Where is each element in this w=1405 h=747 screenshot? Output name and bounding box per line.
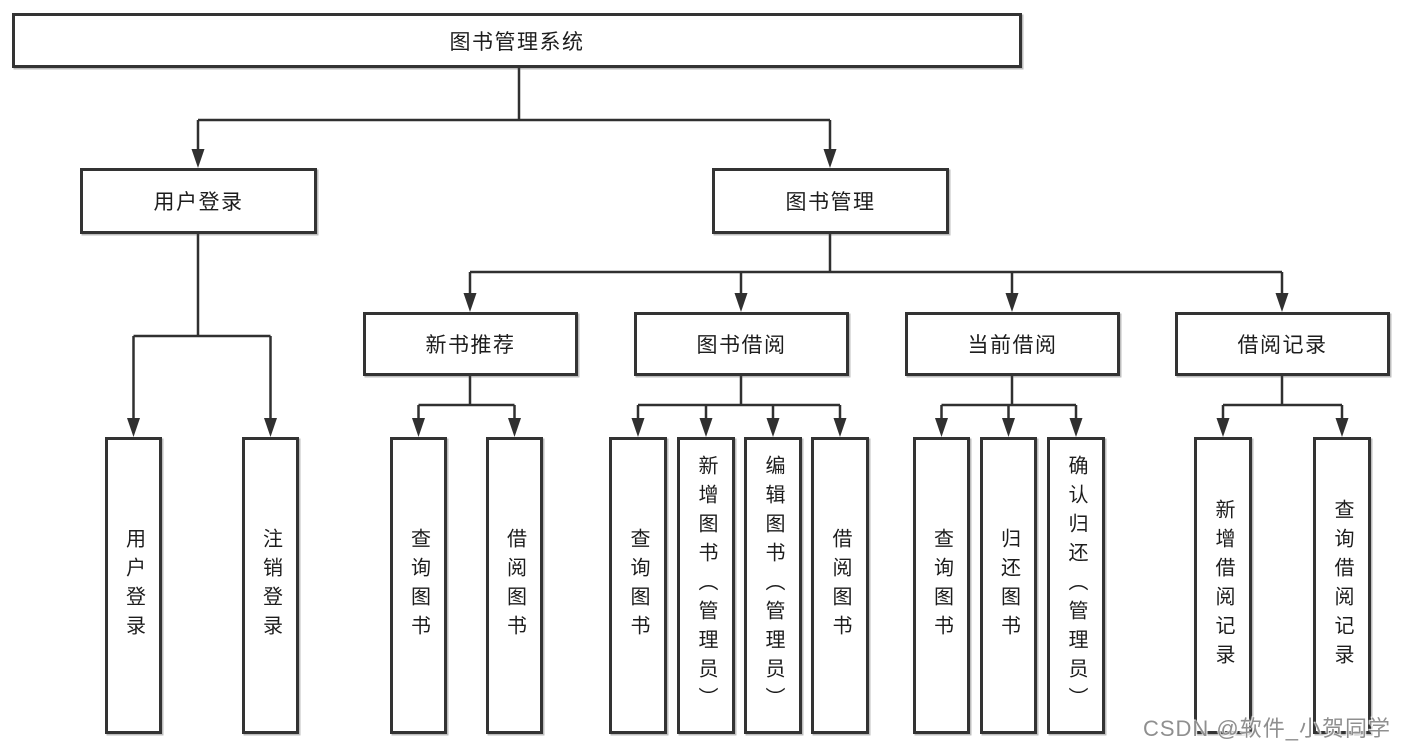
leaf-add-borrow-record: 新增借阅记录	[1194, 437, 1252, 734]
node-book-management: 图书管理	[712, 168, 949, 234]
node-new-book-recommendation: 新书推荐	[363, 312, 578, 376]
leaf-logout: 注销登录	[242, 437, 299, 734]
node-label: 用户登录	[153, 191, 244, 214]
node-current-borrowing: 当前借阅	[905, 312, 1120, 376]
leaf-query-books-recommend: 查询图书	[390, 437, 447, 734]
node-label: 借阅图书	[829, 527, 851, 644]
node-borrowing-records: 借阅记录	[1175, 312, 1390, 376]
leaf-query-borrow-record: 查询借阅记录	[1313, 437, 1371, 734]
node-label: 新书推荐	[425, 334, 516, 357]
leaf-add-books-admin: 新增图书（管理员）	[677, 437, 735, 734]
node-label: 确认归还（管理员）	[1065, 455, 1087, 716]
node-label: 查询借阅记录	[1331, 498, 1353, 673]
node-label: 查询图书	[407, 527, 430, 644]
node-label: 查询图书	[930, 527, 953, 644]
node-label: 编辑图书（管理员）	[762, 455, 784, 716]
leaf-query-books-borrow: 查询图书	[609, 437, 667, 734]
node-label: 查询图书	[627, 527, 649, 644]
leaf-borrow-books-recommend: 借阅图书	[486, 437, 543, 734]
node-label: 借阅图书	[503, 527, 526, 644]
node-book-borrowing: 图书借阅	[634, 312, 849, 376]
node-label: 借阅记录	[1237, 334, 1328, 357]
node-user-login: 用户登录	[80, 168, 317, 234]
node-label: 图书借阅	[696, 334, 787, 357]
watermark: CSDN @软件_小贺同学	[1142, 716, 1391, 741]
leaf-user-login: 用户登录	[105, 437, 162, 734]
node-label: 图书管理系统	[449, 30, 585, 54]
node-label: 用户登录	[122, 527, 145, 644]
leaf-borrow-books: 借阅图书	[811, 437, 869, 734]
node-library-management-system: 图书管理系统	[12, 13, 1022, 68]
node-label: 注销登录	[259, 527, 282, 644]
node-label: 新增借阅记录	[1212, 498, 1234, 673]
node-label: 当前借阅	[967, 334, 1058, 357]
arrowheads	[127, 149, 1349, 437]
leaf-query-books-current: 查询图书	[913, 437, 970, 734]
leaf-confirm-return-admin: 确认归还（管理员）	[1047, 437, 1105, 734]
leaf-return-books: 归还图书	[980, 437, 1037, 734]
leaf-edit-books-admin: 编辑图书（管理员）	[744, 437, 802, 734]
node-label: 新增图书（管理员）	[695, 455, 717, 716]
node-label: 图书管理	[785, 191, 876, 214]
node-label: 归还图书	[997, 527, 1020, 644]
